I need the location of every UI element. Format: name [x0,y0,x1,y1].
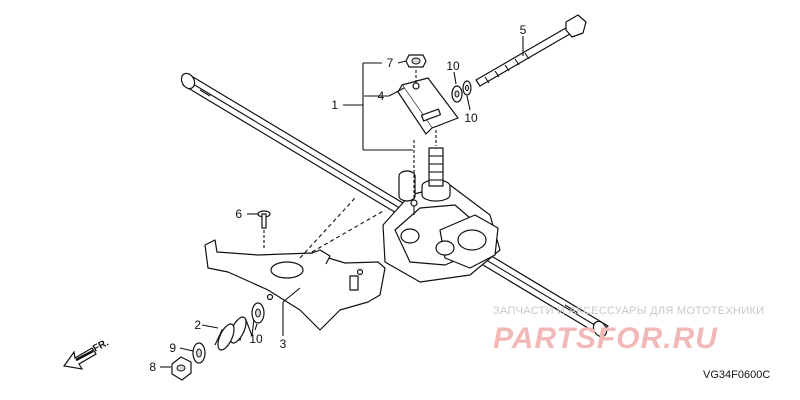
callout-10-upper-left: 10 [446,59,460,73]
transmission-housing [382,147,501,283]
washer-part-9 [192,342,206,364]
nut-part-8 [171,356,192,381]
bolt-part-5 [475,14,587,87]
callout-3: 3 [280,337,287,351]
callout-8: 8 [149,360,156,374]
mounting-plate-part-3 [204,239,386,331]
callout-10-lower: 10 [249,332,263,346]
watermark-brand: PARTSFOR.RU [493,322,718,355]
callout-7: 7 [387,56,394,70]
nut-part-7 [405,54,427,68]
callout-6: 6 [235,207,242,221]
direction-label: FR. [91,337,111,354]
callout-10-upper-right: 10 [464,111,478,125]
bracket-part-4 [397,77,459,135]
screw-part-6 [257,210,271,229]
diagram-code: VG34F0600C [703,369,770,381]
front-direction-arrow: FR. [62,337,111,370]
leader-lines [160,36,524,368]
watermark: ЗАПЧАСТИ И АКСЕССУАРЫ ДЛЯ МОТОТЕХНИКИ PA… [493,305,764,355]
spring-part-2 [214,316,255,351]
watermark-tagline: ЗАПЧАСТИ И АКСЕССУАРЫ ДЛЯ МОТОТЕХНИКИ [493,305,764,317]
callout-1: 1 [331,98,338,112]
axle-shaft [180,72,609,338]
washer-part-10-upper-a [451,85,463,103]
callout-labels: 1 2 3 4 5 6 7 8 9 10 10 10 [149,23,526,374]
callout-5: 5 [520,23,527,37]
callout-9: 9 [169,341,176,355]
washer-part-10-upper-b [462,80,472,96]
callout-4: 4 [378,89,385,103]
callout-2: 2 [194,318,201,332]
washer-part-10-lower [251,302,265,324]
